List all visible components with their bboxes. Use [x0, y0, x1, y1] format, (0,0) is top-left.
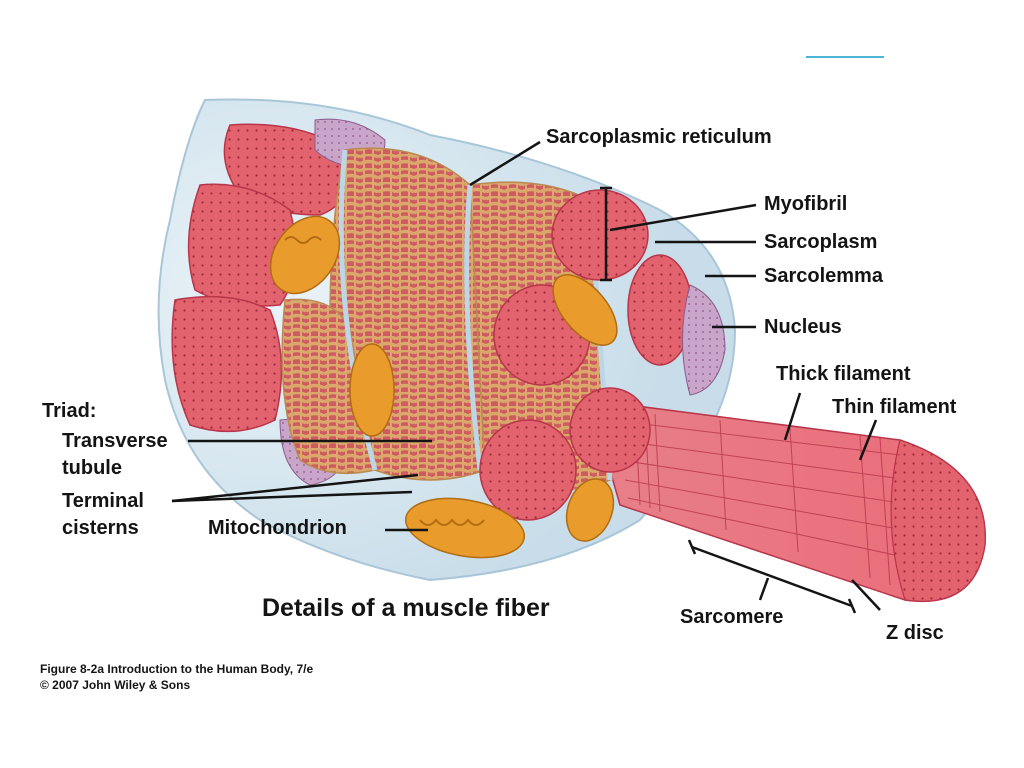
- label-sarcoplasmic-reticulum: Sarcoplasmic reticulum: [546, 126, 772, 148]
- leader-thick-filament: [783, 392, 802, 441]
- figure-credit-line-2: © 2007 John Wiley & Sons: [40, 678, 191, 692]
- leader-terminal-cisterns-b: [171, 490, 413, 503]
- label-nucleus: Nucleus: [764, 316, 842, 338]
- sarcomere-bracket: [691, 545, 853, 608]
- label-sarcolemma: Sarcolemma: [764, 265, 883, 287]
- leader-terminal-cisterns-a: [171, 473, 419, 503]
- leader-sarcoplasmic-reticulum: [469, 140, 541, 187]
- figure-caption: Details of a muscle fiber: [262, 594, 550, 622]
- label-thin-filament: Thin filament: [832, 396, 957, 418]
- leader-sarcomere: [758, 577, 770, 601]
- myofibril-cross-sections: [171, 118, 386, 486]
- label-myofibril: Myofibril: [764, 193, 848, 215]
- leader-myofibril: [609, 203, 757, 232]
- label-terminal-cisterns-line1: Terminal: [62, 490, 144, 512]
- label-sarcoplasm: Sarcoplasm: [764, 231, 878, 253]
- leader-z-disc: [851, 579, 881, 611]
- label-thick-filament: Thick filament: [776, 363, 911, 385]
- label-triad: Triad:: [42, 400, 97, 422]
- label-mitochondrion: Mitochondrion: [208, 517, 347, 539]
- leader-lines: [171, 140, 881, 614]
- mitochondria: [269, 215, 618, 559]
- label-transverse-tubule-line1: Transverse: [62, 430, 168, 452]
- extended-myofibril: [588, 399, 986, 602]
- label-sarcomere: Sarcomere: [680, 606, 784, 628]
- myofibril-ends-right: [479, 189, 726, 521]
- label-z-disc: Z disc: [886, 622, 944, 644]
- label-terminal-cisterns-line2: cisterns: [62, 517, 139, 539]
- label-transverse-tubule-line2: tubule: [62, 457, 122, 479]
- leader-thin-filament: [858, 419, 878, 461]
- header-accent-line: [806, 56, 884, 58]
- figure-credit-line-1: Figure 8-2a Introduction to the Human Bo…: [40, 662, 314, 676]
